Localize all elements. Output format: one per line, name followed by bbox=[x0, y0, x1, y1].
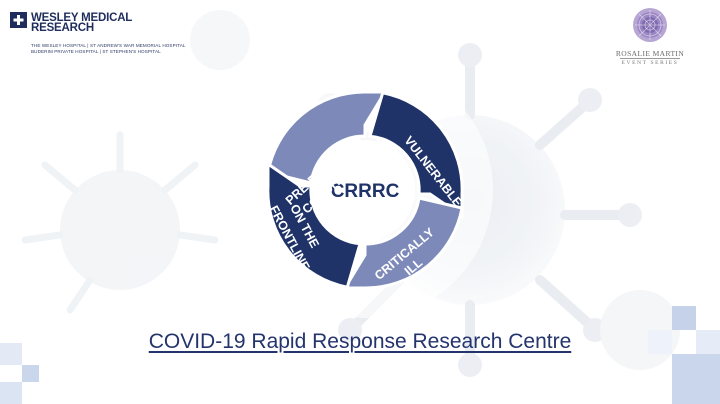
event-series-name: ROSALIE MARTIN bbox=[610, 49, 690, 58]
slide-caption: COVID-19 Rapid Response Research Centre bbox=[0, 330, 720, 354]
decorative-square bbox=[672, 306, 696, 330]
event-series-divider bbox=[620, 58, 680, 59]
decorative-square bbox=[696, 330, 720, 354]
org-name: WESLEY MEDICAL RESEARCH bbox=[31, 13, 132, 33]
org-name-line2: RESEARCH bbox=[31, 23, 132, 33]
lotus-emblem-icon bbox=[610, 4, 690, 48]
decorative-square bbox=[672, 354, 720, 404]
decorative-square bbox=[22, 365, 39, 382]
decorative-square bbox=[648, 330, 672, 354]
hospital-list: THE WESLEY HOSPITAL | ST ANDREW'S WAR ME… bbox=[31, 43, 186, 54]
wesley-logo-mark-icon bbox=[10, 12, 27, 28]
hospital-list-line1: THE WESLEY HOSPITAL | ST ANDREW'S WAR ME… bbox=[31, 43, 186, 49]
decorative-square bbox=[0, 382, 22, 404]
decorative-square bbox=[0, 343, 22, 365]
hospital-list-line2: BUDERIM PRIVATE HOSPITAL | ST STEPHEN'S … bbox=[31, 49, 186, 55]
crrrc-cycle-diagram: CRRRC PRE-EXISTING CONDITIONS VULNERABLE… bbox=[235, 60, 495, 320]
event-series-subtitle: EVENT SERIES bbox=[610, 60, 690, 66]
